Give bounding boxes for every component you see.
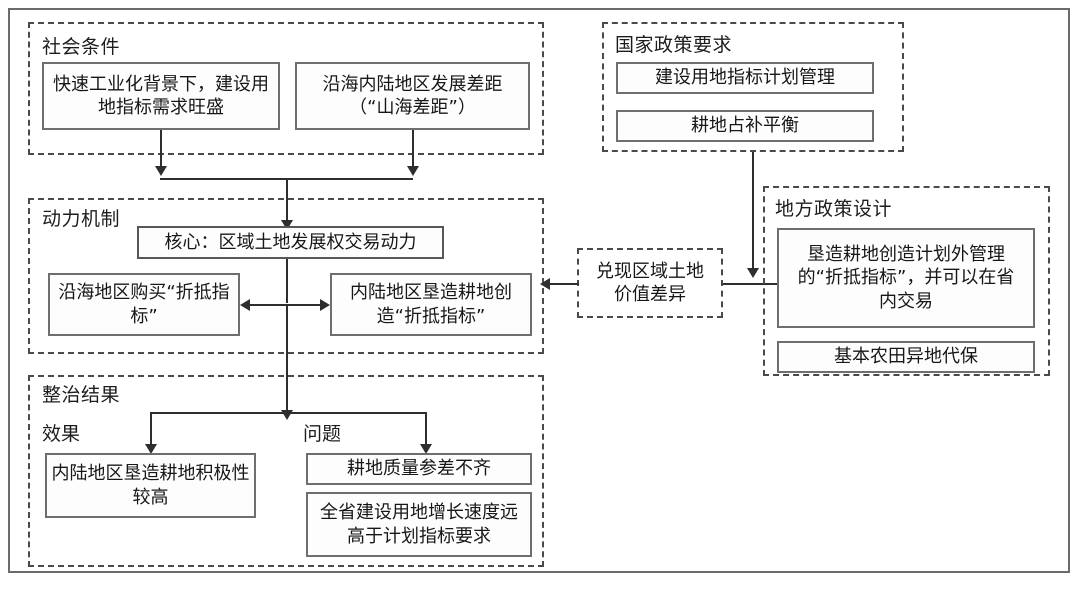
connector-social2-down bbox=[412, 130, 414, 168]
connector-social1-down bbox=[160, 130, 162, 168]
arrowhead-social-to-core bbox=[281, 220, 293, 230]
node-mechanism-coastal[interactable]: 沿海地区购买“折抵指标” bbox=[48, 273, 240, 336]
node-social-1[interactable]: 快速工业化背景下，建设用地指标需求旺盛 bbox=[42, 62, 280, 130]
node-local-1[interactable]: 垦造耕地创造计划外管理的“折抵指标”，并可以在省内交易 bbox=[777, 228, 1035, 328]
connector-social-to-core bbox=[286, 178, 288, 222]
connector-results-left-drop bbox=[150, 412, 152, 446]
connector-mechanism-to-results bbox=[286, 304, 288, 412]
arrowhead-social1-down bbox=[155, 166, 167, 176]
arrowhead-bridge-to-mechanism bbox=[540, 278, 550, 290]
arrowhead-results-left bbox=[145, 444, 157, 454]
node-local-2[interactable]: 基本农田异地代保 bbox=[777, 341, 1035, 373]
group-driving-mechanism-title: 动力机制 bbox=[42, 208, 121, 230]
results-sublabel-problem: 问题 bbox=[303, 423, 342, 445]
group-results-title: 整治结果 bbox=[42, 384, 121, 406]
connector-results-right-drop bbox=[425, 412, 427, 446]
arrowhead-national-down bbox=[747, 268, 759, 278]
node-core-mechanism[interactable]: 核心：区域土地发展权交易动力 bbox=[137, 226, 444, 259]
connector-national-down bbox=[752, 152, 754, 270]
connector-bridge-right-stub bbox=[723, 283, 783, 285]
node-result-effect-1[interactable]: 内陆地区垦造耕地积极性较高 bbox=[45, 453, 256, 518]
group-social-conditions bbox=[28, 22, 544, 155]
node-social-2[interactable]: 沿海内陆地区发展差距（“山海差距”） bbox=[295, 62, 530, 130]
arrowhead-coastal-inland-right bbox=[320, 299, 330, 311]
group-social-conditions-title: 社会条件 bbox=[42, 36, 121, 58]
node-result-problem-2[interactable]: 全省建设用地增长速度远高于计划指标要求 bbox=[306, 492, 532, 557]
arrowhead-coastal-inland-left bbox=[240, 299, 250, 311]
group-results bbox=[28, 375, 544, 567]
node-national-2[interactable]: 耕地占补平衡 bbox=[616, 110, 874, 142]
node-mechanism-inland[interactable]: 内陆地区垦造耕地创造“折抵指标” bbox=[330, 273, 532, 336]
connector-bridge-to-mechanism bbox=[548, 283, 579, 285]
group-national-policy bbox=[602, 22, 904, 152]
group-local-policy bbox=[763, 186, 1050, 376]
connector-core-spine bbox=[286, 259, 288, 303]
group-national-policy-title: 国家政策要求 bbox=[615, 34, 733, 56]
results-sublabel-effect: 效果 bbox=[42, 423, 81, 445]
arrowhead-mechanism-to-results bbox=[281, 410, 293, 420]
node-result-problem-1[interactable]: 耕地质量参差不齐 bbox=[306, 453, 532, 485]
connector-results-split-bar bbox=[150, 412, 425, 414]
figure-outer-frame bbox=[8, 8, 1070, 573]
node-national-1[interactable]: 建设用地指标计划管理 bbox=[616, 62, 874, 94]
node-bridge-value-difference[interactable]: 兑现区域土地价值差异 bbox=[577, 248, 723, 318]
group-local-policy-title: 地方政策设计 bbox=[775, 198, 893, 220]
arrowhead-social2-down bbox=[407, 166, 419, 176]
arrowhead-results-right bbox=[420, 444, 432, 454]
